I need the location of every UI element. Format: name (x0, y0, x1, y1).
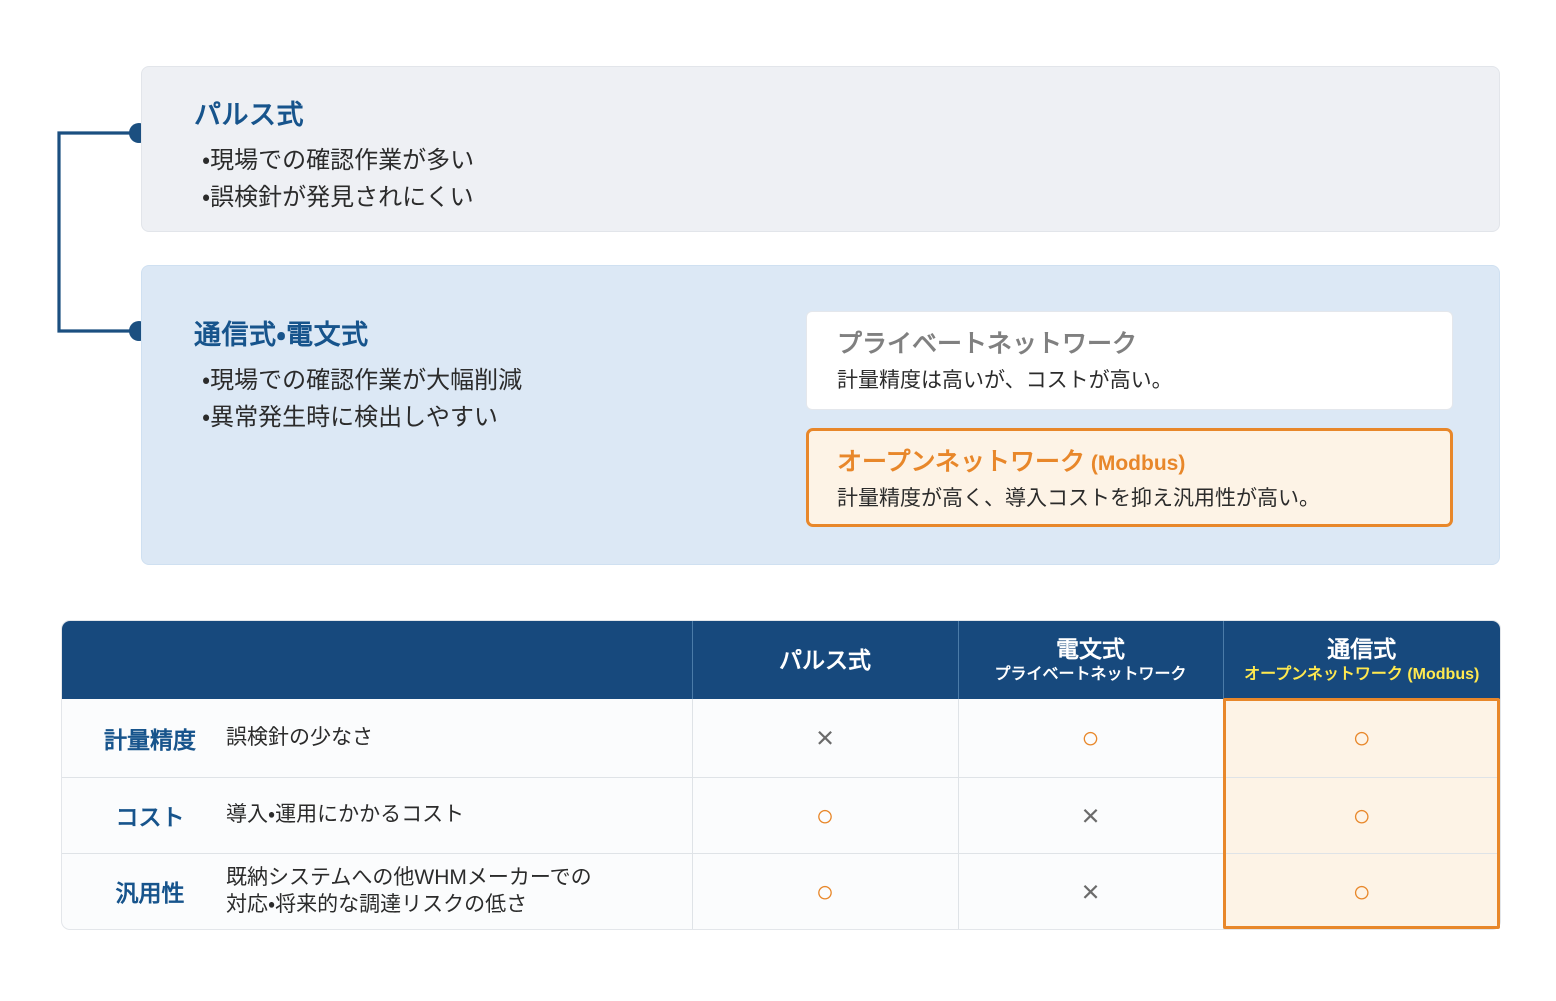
group-panel-pulse: パルス式 ・現場での確認作業が多い ・誤検針が発見されにくい (141, 66, 1500, 232)
table-row-label-accuracy: 計量精度 誤検針の少なさ (62, 699, 693, 777)
table-cell-accuracy-pulse: × (692, 699, 959, 777)
table-body: 計量精度 誤検針の少なさ × ○ ○ コスト 導入・運用にかかるコスト ○ × … (62, 699, 1500, 929)
row-label-name: 汎用性 (115, 880, 185, 907)
table-row-label-versatility: 汎用性 既納システムへの他WHMメーカーでの 対応・将来的な調達リスクの低さ (62, 853, 693, 929)
mark-circle-icon: ○ (815, 797, 835, 833)
table-cell-accuracy-telegram: ○ (958, 699, 1224, 777)
table-header-row: パルス式 電文式 プライベートネットワーク 通信式 オープンネットワーク (Mo… (62, 621, 1500, 699)
table-row: 計量精度 誤検針の少なさ × ○ ○ (62, 699, 1500, 777)
table-header-cell-pulse: パルス式 (692, 621, 959, 699)
comparison-table: パルス式 電文式 プライベートネットワーク 通信式 オープンネットワーク (Mo… (62, 621, 1500, 929)
table-header-sub-communication: オープンネットワーク (Modbus) (1244, 665, 1480, 683)
table-header-cell-communication: 通信式 オープンネットワーク (Modbus) (1223, 621, 1500, 699)
mark-circle-icon: ○ (1081, 720, 1100, 756)
mark-circle-icon: ○ (1352, 873, 1372, 909)
mark-circle-icon: ○ (1352, 720, 1372, 756)
group-pulse-bullets: ・現場での確認作業が多い ・誤検針が発見されにくい (202, 142, 474, 216)
subnode-title-open-network-main: オープンネットワーク (837, 448, 1086, 476)
table-cell-cost-communication: ○ (1223, 777, 1500, 853)
table-cell-accuracy-communication: ○ (1223, 699, 1500, 777)
mark-circle-icon: ○ (1352, 797, 1372, 833)
table-header: パルス式 電文式 プライベートネットワーク 通信式 オープンネットワーク (Mo… (62, 621, 1500, 699)
table-header-main-telegram: 電文式 (1056, 636, 1125, 663)
table-cell-versatility-telegram: × (958, 853, 1224, 929)
subnode-description-open-network: 計量精度が高く、導入コストを抑え汎用性が高い。 (837, 487, 1320, 510)
mark-circle-icon: ○ (815, 873, 835, 909)
row-label-description: 誤検針の少なさ (226, 725, 373, 749)
table-row: コスト 導入・運用にかかるコスト ○ × ○ (62, 777, 1500, 853)
subnode-open-network: オープンネットワーク (Modbus) 計量精度が高く、導入コストを抑え汎用性が… (806, 428, 1453, 527)
list-item: ・現場での確認作業が多い (202, 147, 475, 174)
group-pulse-content: パルス式 ・現場での確認作業が多い ・誤検針が発見されにくい (194, 93, 474, 216)
table-header-sub-telegram: プライベートネットワーク (994, 665, 1187, 683)
subnode-description-private-network: 計量精度は高いが、コストが高い。 (837, 369, 1173, 392)
table-row: 汎用性 既納システムへの他WHMメーカーでの 対応・将来的な調達リスクの低さ ○… (62, 853, 1500, 929)
table-row-label-cost: コスト 導入・運用にかかるコスト (62, 777, 693, 853)
table-header-cell-telegram: 電文式 プライベートネットワーク (958, 621, 1224, 699)
table-cell-cost-telegram: × (958, 777, 1224, 853)
row-label-description: 導入・運用にかかるコスト (226, 803, 465, 827)
row-label-description-line2: 対応・将来的な調達リスクの低さ (226, 893, 528, 917)
list-item: ・異常発生時に検出しやすい (202, 404, 498, 432)
row-label-name: 計量精度 (104, 726, 196, 753)
subnode-title-open-network-suffix: (Modbus) (1085, 452, 1186, 475)
table-header-main-pulse: パルス式 (779, 646, 871, 673)
row-label-name: コスト (115, 804, 185, 830)
group-title-pulse: パルス式 (194, 100, 304, 130)
subnode-title-private-network: プライベートネットワーク (837, 330, 1138, 358)
list-item: ・誤検針が発見されにくい (202, 184, 474, 212)
table-cell-cost-pulse: ○ (692, 777, 959, 853)
mark-x-icon: × (1081, 873, 1100, 909)
mark-x-icon: × (815, 720, 835, 756)
row-label-description: 既納システムへの他WHMメーカーでの 対応・将来的な調達リスクの低さ (226, 864, 592, 919)
table-header-cell-blank (62, 621, 693, 699)
group-communication-content: 通信式・電文式 ・現場での確認作業が大幅削減 ・異常発生時に検出しやすい (194, 313, 522, 436)
table-cell-versatility-pulse: ○ (692, 853, 959, 929)
group-communication-bullets: ・現場での確認作業が大幅削減 ・異常発生時に検出しやすい (202, 362, 522, 436)
row-label-description-line1: 既納システムへの他WHMメーカーでの (226, 865, 592, 889)
subnode-private-network: プライベートネットワーク 計量精度は高いが、コストが高い。 (806, 311, 1453, 410)
list-item: ・現場での確認作業が大幅削減 (202, 367, 523, 394)
mark-x-icon: × (1081, 797, 1100, 833)
table-header-main-communication: 通信式 (1327, 636, 1397, 663)
subnode-title-open-network: オープンネットワーク (Modbus) (837, 442, 1450, 478)
table-cell-versatility-communication: ○ (1223, 853, 1500, 929)
group-title-communication: 通信式・電文式 (194, 320, 369, 350)
